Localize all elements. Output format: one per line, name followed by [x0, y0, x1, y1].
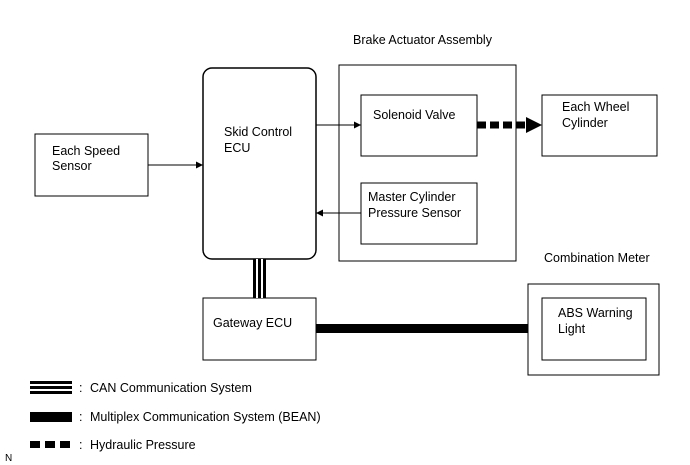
- solenoid-valve-block: Solenoid Valve: [360, 94, 478, 157]
- legend-can-symbol: [30, 381, 72, 394]
- legend: : CAN Communication System : Multiplex C…: [30, 381, 321, 452]
- legend-bean-label: Multiplex Communication System (BEAN): [90, 410, 321, 424]
- legend-hydraulic-label: Hydraulic Pressure: [90, 438, 196, 452]
- legend-hydraulic-symbol: [30, 441, 70, 448]
- abs-warning-light-block: ABS Warning Light: [541, 297, 647, 361]
- skid-control-ecu-block: Skid Control ECU: [202, 67, 317, 260]
- svg-text:Solenoid Valve: Solenoid Valve: [373, 108, 456, 122]
- svg-text::: :: [79, 381, 82, 395]
- can-bus-line: [253, 259, 266, 298]
- svg-text:Combination Meter: Combination Meter: [544, 251, 650, 265]
- svg-text:Skid Control: Skid Control: [224, 125, 292, 139]
- legend-can-label: CAN Communication System: [90, 381, 252, 395]
- svg-text:Light: Light: [558, 322, 586, 336]
- svg-text:Brake Actuator Assembly: Brake Actuator Assembly: [353, 33, 493, 47]
- each-speed-sensor-block: Each Speed Sensor: [34, 133, 149, 197]
- brake-actuator-assembly-group: Brake Actuator Assembly: [338, 33, 517, 262]
- svg-text:ECU: ECU: [224, 141, 250, 155]
- svg-text:Each Wheel: Each Wheel: [562, 100, 629, 114]
- svg-text:Sensor: Sensor: [52, 159, 92, 173]
- svg-text::: :: [79, 410, 82, 424]
- svg-text::: :: [79, 438, 82, 452]
- gateway-ecu-block: Gateway ECU: [202, 297, 317, 361]
- svg-text:Cylinder: Cylinder: [562, 116, 608, 130]
- svg-text:Each Speed: Each Speed: [52, 144, 120, 158]
- master-cylinder-pressure-sensor-block: Master Cylinder Pressure Sensor: [360, 182, 478, 245]
- svg-text:Pressure Sensor: Pressure Sensor: [368, 206, 461, 220]
- hydraulic-pressure-line: [477, 117, 542, 133]
- bean-bus-line: [316, 324, 528, 333]
- each-wheel-cylinder-block: Each Wheel Cylinder: [541, 94, 658, 157]
- svg-text:ABS Warning: ABS Warning: [558, 306, 633, 320]
- legend-bean-symbol: [30, 412, 72, 422]
- svg-text:Gateway ECU: Gateway ECU: [213, 316, 292, 330]
- svg-text:Master Cylinder: Master Cylinder: [368, 190, 456, 204]
- corner-mark: N: [5, 453, 12, 464]
